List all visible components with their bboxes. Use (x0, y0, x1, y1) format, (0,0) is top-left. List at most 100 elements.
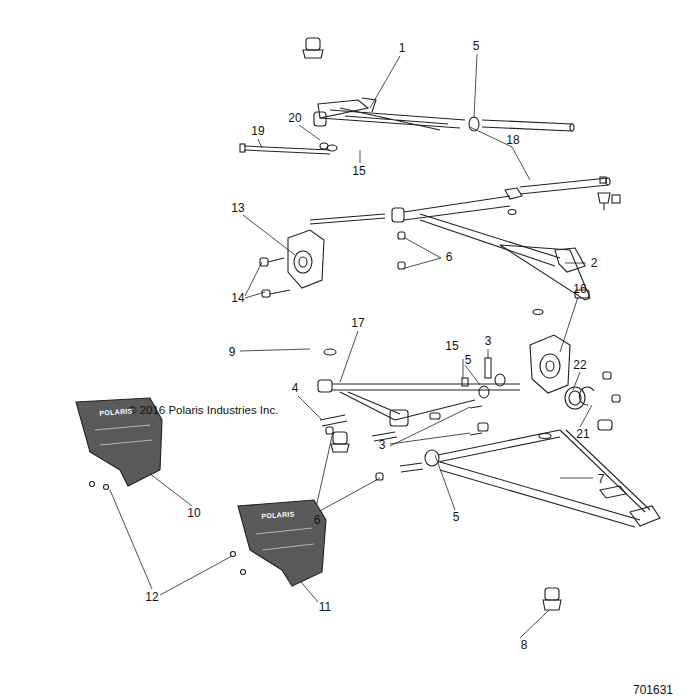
part-outline (398, 262, 405, 269)
upper-a-arm (314, 98, 465, 151)
part-outline (580, 405, 592, 427)
part-outline (268, 258, 290, 294)
part-outline (463, 359, 464, 378)
part-outline (505, 188, 522, 199)
part-outline (298, 396, 322, 420)
part-outline (306, 38, 320, 50)
part-outline (425, 450, 439, 466)
part-outline (241, 570, 246, 575)
part-outline (474, 54, 477, 118)
part-outline (362, 98, 376, 112)
part-outline (570, 124, 574, 131)
part-outline (238, 500, 326, 586)
part-outline (612, 195, 620, 203)
callout-number: 19 (251, 125, 264, 137)
part-outline (478, 423, 488, 431)
part-outline (630, 506, 660, 526)
part-outline (479, 386, 489, 398)
callout-number: 20 (288, 112, 301, 124)
pivot-tubes (469, 117, 610, 194)
part-outline (332, 384, 520, 390)
part-outline (340, 108, 448, 130)
callout-number: 5 (453, 511, 460, 523)
part-outline (294, 251, 312, 273)
part-outline (469, 117, 479, 131)
part-outline (318, 478, 380, 512)
callout-number: 5 (473, 40, 480, 52)
part-outline (340, 331, 358, 382)
part-outline (600, 486, 626, 498)
steering-knuckle (530, 335, 620, 409)
part-outline (256, 528, 314, 550)
part-outline (260, 258, 268, 266)
part-outline (612, 395, 620, 402)
part-outline (438, 430, 560, 462)
part-outline (485, 358, 491, 378)
callout-number: 1 (399, 42, 406, 54)
part-outline (303, 50, 323, 58)
part-outline (533, 310, 543, 315)
part-outline (90, 482, 95, 487)
callout-number: 4 (292, 382, 299, 394)
part-outline (598, 420, 612, 430)
part-outline (520, 178, 608, 194)
part-outline (320, 415, 347, 426)
callout-number: 12 (145, 591, 158, 603)
part-outline (262, 290, 270, 297)
leader-lines (110, 54, 593, 638)
part-outline (606, 178, 610, 185)
part-outline (495, 374, 505, 386)
callout-number: 5 (465, 354, 472, 366)
part-outline (376, 473, 383, 480)
part-outline (395, 400, 475, 420)
part-outline (488, 349, 489, 358)
part-outline (299, 125, 320, 140)
part-outline (110, 490, 152, 589)
callout-number: 10 (187, 507, 200, 519)
skid-plate-detail (95, 425, 314, 550)
part-outline (598, 193, 610, 203)
part-outline (243, 215, 295, 255)
part-outline (560, 478, 593, 479)
part-outline (579, 387, 594, 405)
callout-number: 17 (351, 317, 364, 329)
part-outline (482, 120, 572, 131)
part-outline (404, 196, 510, 220)
callout-number: 3 (485, 335, 492, 347)
fasteners (90, 482, 246, 575)
part-outline (603, 372, 611, 379)
lower-a-arm (318, 349, 520, 426)
part-outline (603, 203, 604, 210)
part-outline (600, 177, 606, 183)
drawing-number: 701631 (633, 684, 673, 696)
part-outline (405, 238, 441, 258)
part-outline (314, 112, 326, 126)
callout-number: 9 (229, 346, 236, 358)
part-outline (543, 600, 561, 610)
part-outline (288, 230, 324, 288)
part-outline (326, 427, 333, 434)
callout-number: 6 (314, 514, 321, 526)
part-outline (508, 210, 516, 215)
part-outline (540, 354, 560, 378)
callout-number: 18 (506, 134, 519, 146)
callout-number: 22 (573, 359, 586, 371)
part-outline (320, 143, 328, 149)
callout-number: 11 (319, 601, 331, 613)
part-outline (565, 387, 585, 409)
ball-joint (598, 193, 610, 210)
part-outline (405, 258, 441, 268)
part-outline (400, 463, 423, 472)
part-outline (245, 262, 262, 296)
part-outline (244, 146, 330, 154)
ball-joint (543, 588, 561, 610)
ball-joint (331, 432, 349, 452)
part-outline (340, 392, 400, 420)
part-outline (465, 365, 480, 385)
part-outline (240, 349, 310, 351)
part-outline (390, 433, 470, 444)
ball-joint (303, 38, 323, 58)
callout-number: 15 (445, 340, 458, 352)
